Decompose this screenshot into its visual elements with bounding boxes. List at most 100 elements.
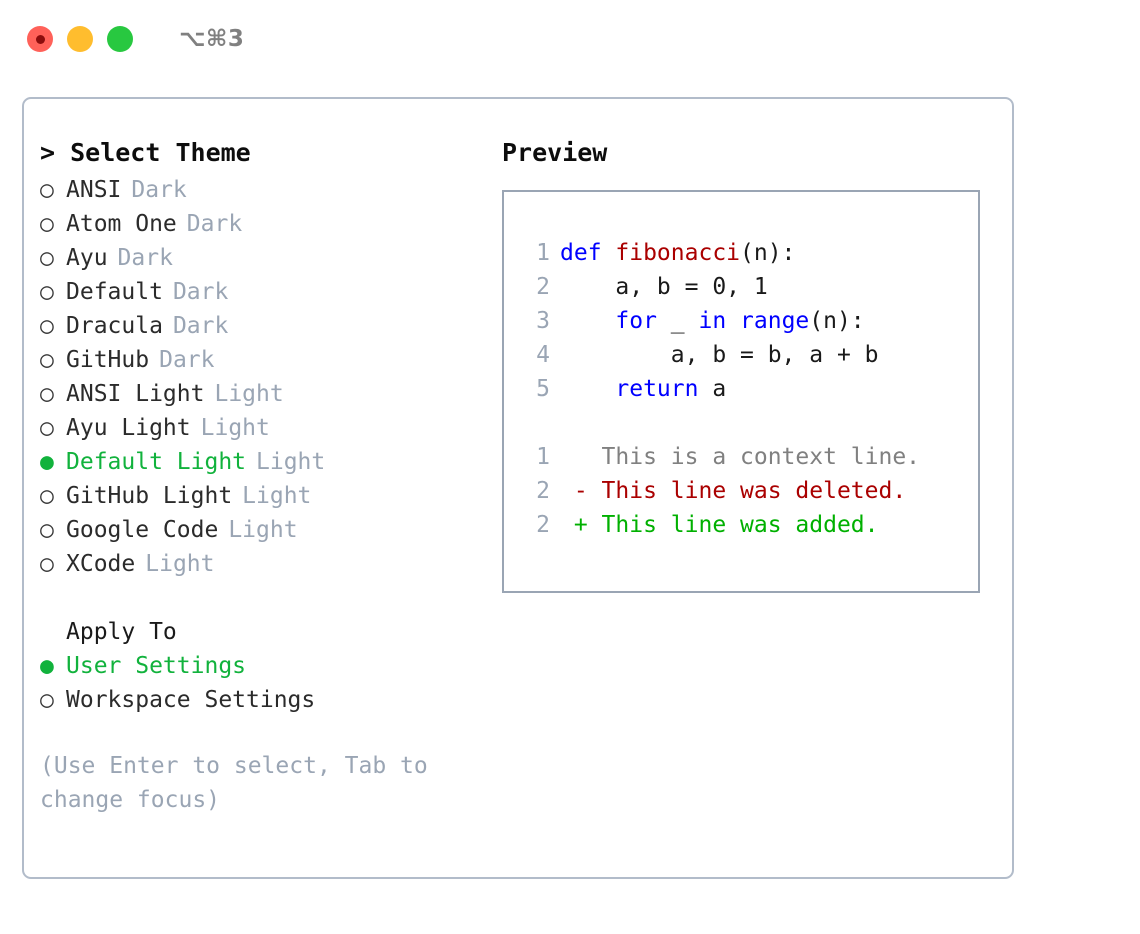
radio-unselected-icon[interactable]: ○ [40,245,54,271]
theme-name-label: Dracula [66,313,163,339]
line-number: 2 [536,274,550,300]
code-line: 5 return a [504,372,978,406]
theme-list-item[interactable]: ○ GitHub Dark [40,343,470,377]
theme-name-label: Default [66,279,163,305]
theme-name-label: ANSI Light [66,381,205,407]
radio-unselected-icon[interactable]: ○ [40,177,54,203]
code-token: (n): [809,308,865,334]
line-number: 4 [536,342,550,368]
close-button[interactable] [27,26,53,52]
line-number: 2 [536,512,550,538]
theme-category-tag: Light [242,483,312,509]
theme-category-tag: Dark [117,245,173,271]
recording-indicator-icon [35,34,45,44]
theme-name-label: Ayu Light [66,415,191,441]
code-token: - This line was deleted. [560,478,907,504]
theme-category-tag: Dark [172,279,229,305]
theme-name-label: Default Light [66,449,247,475]
code-token: def [560,240,616,266]
theme-category-tag: Light [145,551,215,577]
section-spacer [40,581,470,615]
code-token: + This line was added. [560,512,879,538]
line-number: 1 [536,444,550,470]
radio-unselected-icon[interactable]: ○ [40,279,54,305]
minimize-button[interactable] [67,26,93,52]
theme-list-item[interactable]: ○ Default Dark [40,275,470,309]
theme-list-item[interactable]: ● Default Light Light [40,445,470,479]
theme-name-label: Atom One [66,211,177,237]
radio-unselected-icon[interactable]: ○ [40,211,54,237]
code-line: 4 a, b = b, a + b [504,338,978,372]
apply-to-heading: Apply To [66,619,177,645]
apply-to-list[interactable]: ● User Settings ○ Workspace Settings [40,649,470,717]
radio-unselected-icon[interactable]: ○ [40,551,54,577]
theme-list-item[interactable]: ○ ANSI Light Light [40,377,470,411]
diff-sample: 1 This is a context line.2 - This line w… [504,440,978,542]
radio-unselected-icon[interactable]: ○ [40,483,54,509]
code-token: in range [698,308,810,334]
apply-to-item[interactable]: ● User Settings [40,649,470,683]
keyboard-hint-text: (Use Enter to select, Tab to change focu… [40,753,428,813]
keyboard-shortcut-label: ⌥⌘3 [179,26,245,52]
theme-name-label: XCode [66,551,136,577]
code-token: a [698,376,727,402]
radio-unselected-icon[interactable]: ○ [40,517,54,543]
theme-category-tag: Light [256,449,326,475]
theme-name-label: GitHub [66,347,150,373]
radio-unselected-icon[interactable]: ○ [40,313,54,339]
code-token: for [615,308,657,334]
code-token: return [615,376,699,402]
line-number: 1 [536,240,550,266]
select-theme-header: > Select Theme [40,138,251,167]
code-token: fibonacci [615,240,741,266]
radio-unselected-icon[interactable]: ○ [40,347,54,373]
theme-category-tag: Dark [172,313,229,339]
theme-list-item[interactable]: ○ GitHub Light Light [40,479,470,513]
code-token: (n): [740,240,796,266]
radio-selected-icon[interactable]: ● [40,449,54,475]
theme-category-tag: Dark [159,347,215,373]
diff-line: 2 - This line was deleted. [504,474,978,508]
theme-category-tag: Light [214,381,284,407]
apply-to-item[interactable]: ○ Workspace Settings [40,683,470,717]
radio-unselected-icon[interactable]: ○ [40,415,54,441]
title-bar: ⌥⌘3 [0,0,1140,78]
theme-category-tag: Dark [186,211,243,237]
theme-category-tag: Light [228,517,298,543]
diff-line: 1 This is a context line. [504,440,978,474]
theme-list-item[interactable]: ○ Dracula Dark [40,309,470,343]
diff-line: 2 + This line was added. [504,508,978,542]
radio-unselected-icon[interactable]: ○ [40,687,54,713]
preview-header: Preview [502,138,608,167]
line-number: 2 [536,478,550,504]
apply-to-label: Workspace Settings [66,687,316,713]
radio-unselected-icon[interactable]: ○ [40,381,54,407]
theme-name-label: Google Code [66,517,219,543]
theme-name-label: GitHub Light [66,483,233,509]
code-line: 2 a, b = 0, 1 [504,270,978,304]
code-token [560,304,615,338]
code-token: This is a context line. [560,444,921,470]
code-line: 3 for _ in range(n): [504,304,978,338]
theme-list-item[interactable]: ○ XCode Light [40,547,470,581]
theme-name-label: ANSI [66,177,122,203]
apply-to-label: User Settings [66,653,247,679]
code-token [560,372,615,406]
code-token: _ [656,308,699,334]
theme-list-item[interactable]: ○ Google Code Light [40,513,470,547]
code-token: a, b = b, a + b [560,342,879,368]
theme-list-item[interactable]: ○ Ayu Light Light [40,411,470,445]
theme-category-tag: Light [200,415,270,441]
maximize-button[interactable] [107,26,133,52]
code-diff-spacer [504,406,978,440]
radio-selected-icon[interactable]: ● [40,653,54,679]
theme-list-item[interactable]: ○ Atom One Dark [40,207,470,241]
